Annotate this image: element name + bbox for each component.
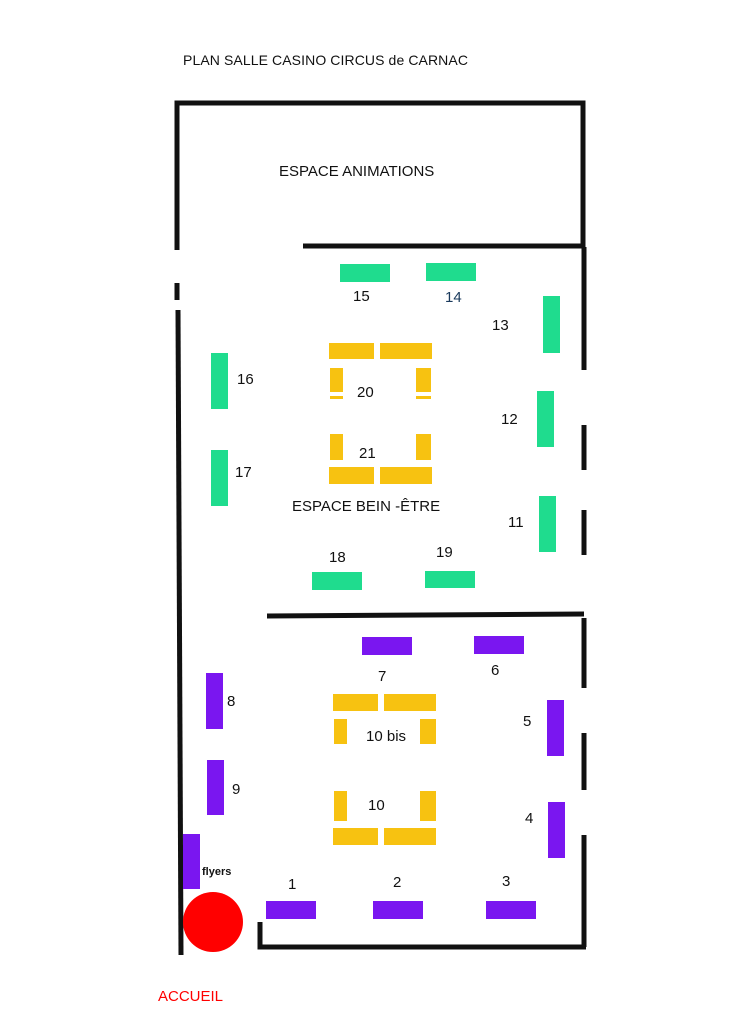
stand-label-6: 6 [491, 662, 500, 679]
stand-label-11: 11 [508, 514, 524, 531]
stand-1 [266, 901, 316, 919]
walls [174, 100, 587, 956]
stand-10bis-top-left [333, 694, 378, 711]
stand-10-left [334, 791, 347, 821]
stand-label-5: 5 [523, 713, 532, 730]
yellow-stands [329, 343, 436, 845]
stand-14 [426, 263, 476, 281]
stand-13 [543, 296, 560, 353]
stand-label-1: 1 [288, 876, 297, 893]
stand-label-17: 17 [235, 464, 252, 481]
stand-label-18: 18 [329, 549, 346, 566]
flyers-stand [183, 834, 200, 889]
green-stands [211, 263, 560, 590]
middle-divider-wall [266, 611, 585, 619]
stand-11 [539, 496, 556, 552]
stand-9 [207, 760, 224, 815]
stand-label-15: 15 [353, 288, 370, 305]
stand-label-9: 9 [232, 781, 241, 798]
stand-20-right [416, 368, 431, 392]
stand-6 [474, 636, 524, 654]
stand-10bis-right [420, 719, 436, 744]
stand-10-bottom-right [384, 828, 436, 845]
stand-10-bottom-left [333, 828, 378, 845]
stand-20-left [330, 368, 343, 392]
stand-10bis-left [334, 719, 347, 744]
stand-21-right [416, 434, 431, 460]
stand-19 [425, 571, 475, 588]
stand-label-8: 8 [227, 693, 236, 710]
stand-label-19: 19 [436, 544, 453, 561]
stand-label-12: 12 [501, 411, 518, 428]
stand-15 [340, 264, 390, 282]
stand-21-bottom-left [329, 467, 374, 484]
stand-label-13: 13 [492, 317, 509, 334]
stand-12 [537, 391, 554, 447]
stand-label-20: 20 [357, 384, 374, 401]
plan-title: PLAN SALLE CASINO CIRCUS de CARNAC [183, 52, 469, 68]
stand-label-16: 16 [237, 371, 254, 388]
stand-20-top-right [380, 343, 432, 359]
stand-4 [548, 802, 565, 858]
stand-label-10: 10 [368, 797, 385, 814]
stand-10bis-top-right [384, 694, 436, 711]
stand-2 [373, 901, 423, 919]
zone-bien-etre-label: ESPACE BEIN -ÊTRE [292, 498, 441, 515]
stand-10-right [420, 791, 436, 821]
stand-label-14: 14 [445, 289, 462, 306]
stand-label-10bis: 10 bis [366, 728, 407, 745]
stand-20-right-base [416, 396, 431, 399]
stand-17 [211, 450, 228, 506]
left-wall-mid [175, 309, 184, 956]
stand-5 [547, 700, 564, 756]
stand-21-left [330, 434, 343, 460]
bottom-wall [257, 922, 586, 950]
stand-label-7: 7 [378, 668, 387, 685]
stand-label-21: 21 [359, 445, 376, 462]
stand-16 [211, 353, 228, 409]
accueil-marker [183, 892, 243, 952]
stand-20-left-base [330, 396, 343, 399]
stand-20-top-left [329, 343, 374, 359]
purple-stands [183, 636, 565, 919]
stand-21-bottom-right [380, 467, 432, 484]
stand-8 [206, 673, 223, 729]
stand-label-3: 3 [502, 873, 511, 890]
accueil-label: ACCUEIL [158, 988, 224, 1005]
zone-animations-label: ESPACE ANIMATIONS [279, 163, 435, 180]
stand-3 [486, 901, 536, 919]
outer-top-wall [174, 100, 586, 250]
stand-label-4: 4 [525, 810, 534, 827]
stand-label-2: 2 [393, 874, 402, 891]
flyers-label: flyers [202, 866, 232, 878]
stand-18 [312, 572, 362, 590]
stand-7 [362, 637, 412, 655]
